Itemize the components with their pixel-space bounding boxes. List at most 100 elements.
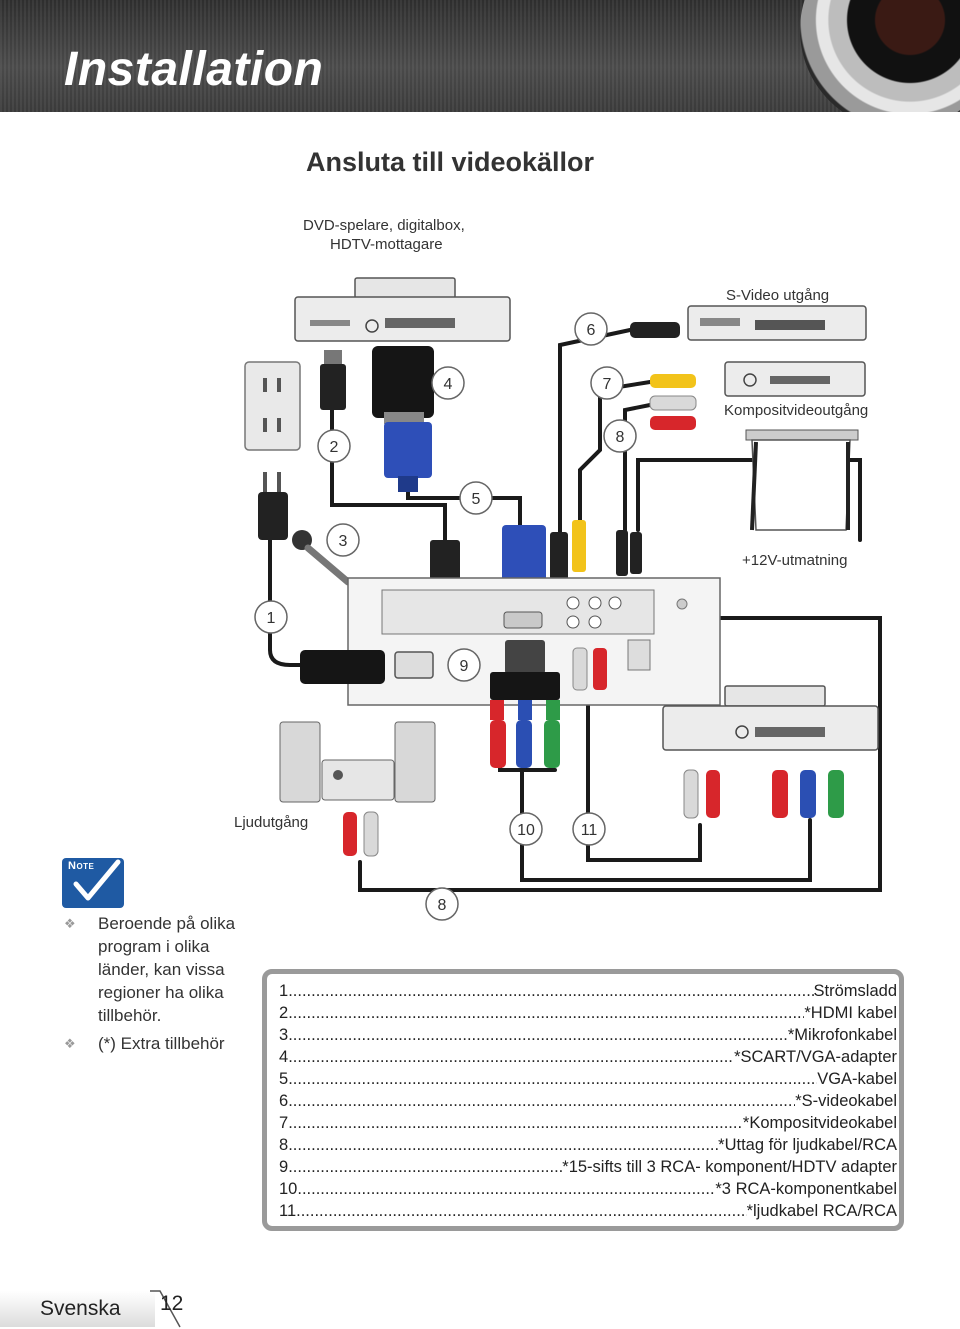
power-plug [258, 472, 288, 540]
note-item-2: ❖ (*) Extra tillbehör [64, 1032, 254, 1055]
vga-connector-top [384, 422, 432, 492]
legend-label: *SCART/VGA-adapter [734, 1048, 897, 1066]
source-device-label-line1: DVD-spelare, digitalbox, [303, 217, 465, 234]
legend-label: *S-videokabel [795, 1092, 897, 1110]
legend-label: *Mikrofonkabel [787, 1026, 897, 1044]
projector-lens-image [800, 0, 960, 112]
rca-plugs-dvd-bottom [683, 769, 844, 819]
note-badge: Note [62, 858, 124, 908]
callout-11 [572, 812, 606, 846]
callout-2 [317, 429, 351, 463]
legend-row: 8 *Uttag för ljudkabel/RCA [279, 1136, 897, 1158]
callout-numbers: 6 4 7 8 2 5 3 1 9 10 11 8 [267, 322, 625, 914]
page-title: Installation [64, 43, 324, 96]
callout-8-top [603, 419, 637, 453]
vga-rca-adapter [490, 640, 560, 720]
legend-row: 6 *S-videokabel [279, 1092, 897, 1114]
footer-language: Svenska [40, 1297, 121, 1320]
callout-text-7: 7 [603, 376, 612, 393]
power-connector [300, 650, 385, 684]
legend-row: 5 VGA-kabel [279, 1070, 897, 1092]
rca-plugs-composite [630, 322, 697, 430]
cable-legend: 1 Strömsladd 2*HDMI kabel 3 *Mikrofonkabel… [262, 969, 904, 1231]
source-device-label-line2: HDTV-mottagare [330, 236, 443, 253]
dvd-player-top [294, 277, 511, 342]
scart-adapter [372, 346, 434, 424]
legend-number: 7 [279, 1114, 289, 1132]
power-cable [268, 538, 302, 667]
callout-text-8-top: 8 [616, 429, 625, 446]
callout-6 [574, 312, 608, 346]
composite-device [724, 361, 866, 397]
callout-10 [509, 812, 543, 846]
callout-text-2: 2 [330, 439, 339, 456]
rca-audio-cable [586, 703, 702, 862]
svideo-cable [558, 328, 632, 537]
callout-text-1: 1 [267, 610, 276, 627]
audio-system [279, 721, 436, 803]
leader-dots [288, 1004, 804, 1026]
legend-number: 11 [279, 1202, 297, 1220]
rca-plugs-projector [572, 647, 607, 691]
callout-3 [326, 523, 360, 557]
legend-row: 3 *Mikrofonkabel [279, 1026, 897, 1048]
legend-number: 1 [279, 982, 289, 1000]
dvd-player-bottom [662, 685, 879, 751]
legend-row: 4 *SCART/VGA-adapter [279, 1048, 897, 1070]
callout-1 [254, 600, 288, 634]
callouts [254, 312, 637, 921]
page-header: Installation [0, 0, 960, 112]
connection-diagram: 6 4 7 8 2 5 3 1 9 10 11 8 [244, 277, 882, 921]
leader-dots [288, 1092, 795, 1114]
legend-row: 9 *15-sifts till 3 RCA- komponent/HDTV ad… [279, 1158, 897, 1180]
leader-dots [297, 1180, 715, 1202]
leader-dots [288, 1158, 562, 1180]
callout-text-9: 9 [460, 658, 469, 675]
composite-output-label: Kompositvideoutgång [724, 402, 869, 419]
callout-text-5: 5 [472, 491, 481, 508]
footer-tab-edge [150, 1290, 181, 1328]
legend-label: *Uttag för ljudkabel/RCA [718, 1136, 897, 1154]
legend-number: 9 [279, 1158, 289, 1176]
leader-dots [288, 1136, 718, 1158]
svideo-device [687, 305, 867, 341]
callout-4 [431, 366, 465, 400]
callout-text-6: 6 [587, 322, 596, 339]
diamond-bullet-icon: ❖ [64, 1036, 76, 1051]
callout-text-10: 10 [517, 822, 535, 839]
wall-outlet [244, 361, 301, 451]
legend-number: 3 [279, 1026, 289, 1044]
legend-label: *3 RCA-komponentkabel [715, 1180, 897, 1198]
legend-label: *15-sifts till 3 RCA- komponent/HDTV ada… [562, 1158, 897, 1176]
legend-label: VGA-kabel [817, 1070, 897, 1088]
section-title: Ansluta till videokällor [305, 147, 595, 177]
callout-text-8-bottom: 8 [438, 897, 447, 914]
microphone [292, 530, 352, 586]
component-rca-plugs [490, 720, 560, 768]
twelve-v-cable [636, 458, 862, 542]
audio-out-cable [358, 616, 882, 892]
svideo-output-label: S-Video utgång [726, 287, 830, 304]
legend-row: 2*HDMI kabel [279, 1004, 897, 1026]
legend-number: 6 [279, 1092, 289, 1110]
legend-label: Strömsladd [813, 982, 897, 1000]
hdmi-connector-top [320, 350, 346, 410]
legend-row: 10 *3 RCA-komponentkabel [279, 1180, 897, 1202]
leader-dots [288, 1114, 743, 1136]
checkmark-icon [73, 859, 121, 901]
note-item-1: ❖ Beroende på olika program i olika länd… [64, 912, 254, 1027]
leader-dots [288, 1026, 788, 1048]
component-cable [520, 768, 812, 882]
legend-number: 4 [279, 1048, 289, 1066]
audio-cable-top [623, 403, 652, 532]
legend-label: *ljudkabel RCA/RCA [746, 1202, 897, 1220]
leader-dots [288, 982, 813, 1004]
legend-number: 8 [279, 1136, 289, 1154]
legend-label: *HDMI kabel [804, 1004, 897, 1022]
callout-text-4: 4 [444, 376, 453, 393]
page-number: 12 [160, 1292, 184, 1315]
audio-output-label: Ljudutgång [234, 814, 309, 831]
note-item-text: (*) Extra tillbehör [98, 1034, 225, 1053]
leader-dots [288, 1070, 817, 1092]
legend-row: 11 *ljudkabel RCA/RCA [279, 1202, 897, 1224]
